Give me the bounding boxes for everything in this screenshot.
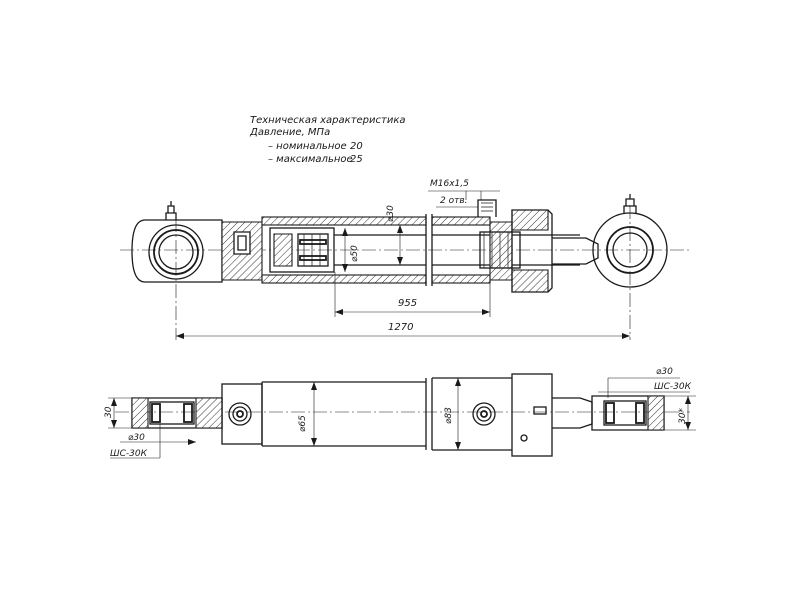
left-width-label: 30 [104,406,114,418]
rod-dia-label: ⌀30 [386,205,396,222]
right-bearing-ball-r [635,402,645,424]
seal-upper [299,239,327,245]
rear-port-circle [228,402,252,426]
top-view-section: ⌀30 ⌀50 М16х1,5 2 отв. [120,179,690,340]
seal-lower [299,255,327,261]
left-pin-label: ⌀30 [128,433,145,443]
bottom-view-plan: ⌀65 ⌀83 30 ⌀30 ШС-30К ⌀30 [104,367,696,459]
rear-port [233,231,251,255]
nut-slot [533,406,547,415]
nut-hole [520,434,528,442]
length-label: 1270 [388,322,413,333]
spec-max-label: – максимальное [268,154,353,165]
right-eye-hatch [647,395,665,431]
tube-dia-label: ⌀65 [298,415,308,432]
left-bearing [149,401,195,425]
left-clevis-body [131,219,223,283]
spec-pressure-label: Давление, МПа [249,127,330,138]
spec-nominal-label: – номинальное [268,141,347,152]
top-port-thread [481,202,493,212]
right-grease-nipple [623,194,637,213]
cap-dia-label: ⌀83 [444,407,454,424]
tube-plan-right [432,377,512,451]
tube-plan-break [425,378,433,450]
top-port-boss [477,199,497,217]
spec-title: Техническая характеристика [250,115,406,126]
tube-wall-top-right [431,216,491,226]
right-width-label: 30* [678,408,688,424]
spec-nominal-value: 20 [350,141,363,152]
holes-label: 2 отв. [440,196,468,206]
gland-seals [483,232,509,268]
rear-cap-plan [221,383,263,445]
front-port-circle [472,402,496,426]
left-bearing-ball-l [151,403,161,423]
front-nut-bottom [511,269,549,293]
gland-hatch [489,221,513,281]
tube-wall-bottom-right [431,274,491,284]
front-port-inner [476,406,492,422]
rod-plan [552,397,593,429]
right-pin-label: ⌀30 [656,367,673,377]
piston [269,227,335,273]
right-bearing-ball-l [605,402,615,424]
right-bearing [603,400,647,426]
front-nut-plan [511,373,553,457]
rod-outside [552,237,599,265]
front-nut-top [511,209,549,231]
rear-port-inner [232,406,248,422]
thread-label: М16х1,5 [430,179,469,189]
spec-block: Техническая характеристика Давление, МПа… [249,115,406,165]
rear-port-clear [234,232,250,254]
left-bearing-ball-r [183,403,193,423]
front-port-center [480,410,488,418]
stroke-label: 955 [398,298,417,309]
tube-plan-left [262,381,426,447]
left-clevis-hatch-b [195,397,223,429]
left-bearing-label: ШС-30К [110,449,148,459]
piston-hatch [273,233,293,267]
front-nut [511,209,553,293]
left-clevis-hatch-a [131,397,149,429]
piston-dia-label: ⌀50 [350,245,360,262]
tube-wall-bottom-left [261,274,427,284]
piston-seal [297,233,329,267]
left-grease-nipple [165,201,177,220]
tube-break-lines [425,214,433,286]
rod-section-left [334,234,426,266]
right-bearing-label: ШС-30К [654,382,692,392]
spec-max-value: 25 [350,154,363,165]
rear-port-center [236,410,244,418]
tube-wall-top-left [261,216,427,226]
